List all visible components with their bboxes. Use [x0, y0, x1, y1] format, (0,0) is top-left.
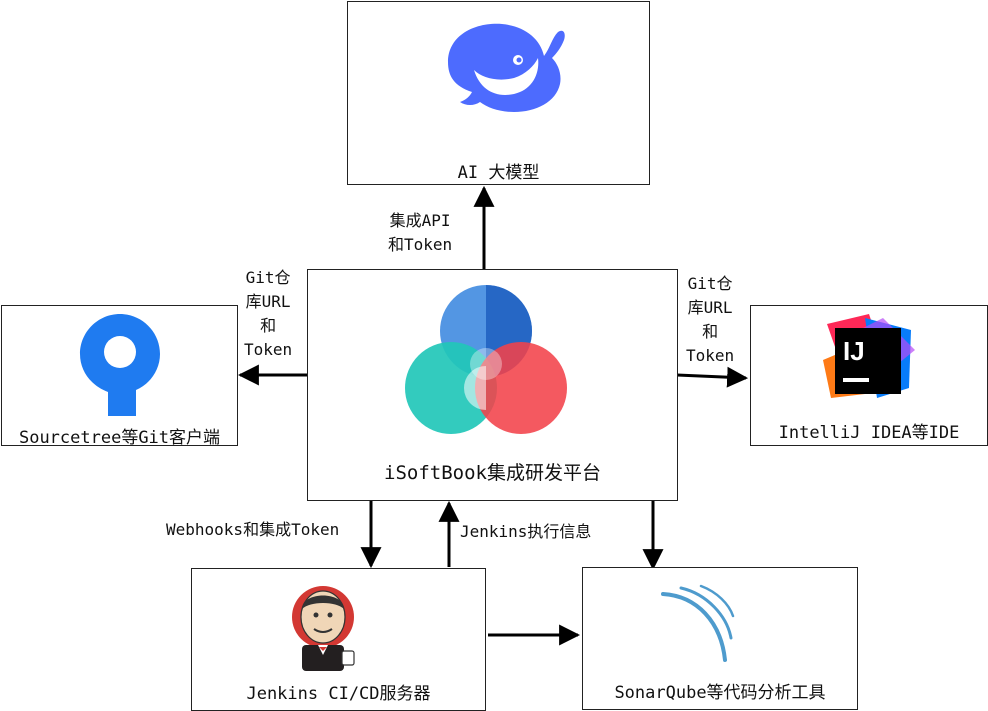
edge-label-to-ai: 集成API 和Token — [388, 209, 452, 257]
isoftbook-platform-box: iSoftBook集成研发平台 — [307, 269, 678, 501]
ai-model-label: AI 大模型 — [457, 163, 540, 183]
intellij-icon: IJ — [823, 314, 915, 398]
jenkins-box: Jenkins CI/CD服务器 — [191, 568, 486, 711]
edge-label-to-intellij-line-2: 库URL — [687, 298, 733, 317]
edge-label-to-intellij-line-1: Git仓 — [687, 274, 733, 293]
edge-label-to-sourcetree: Git仓 库URL 和 Token — [244, 266, 292, 362]
arrow-center-to-intellij — [676, 366, 749, 388]
edge-label-to-sourcetree-line-4: Token — [244, 340, 293, 359]
edge-label-to-jenkins: Webhooks和集成Token — [166, 520, 340, 539]
edge-label-to-intellij: Git仓 库URL 和 Token — [686, 272, 734, 368]
edge-label-to-intellij-line-3: 和 — [702, 322, 719, 341]
sonarqube-icon — [661, 584, 735, 662]
jenkins-icon — [292, 586, 355, 671]
sourcetree-icon — [80, 314, 160, 416]
edge-label-to-sourcetree-line-2: 库URL — [245, 292, 291, 311]
edge-label-to-intellij-line-4: Token — [686, 346, 735, 365]
svg-text:IJ: IJ — [843, 336, 865, 366]
deepseek-whale-icon — [448, 23, 565, 113]
sonarqube-label: SonarQube等代码分析工具 — [614, 683, 826, 703]
edge-label-to-sourcetree-line-1: Git仓 — [245, 268, 291, 287]
sourcetree-box: Sourcetree等Git客户端 — [1, 305, 238, 448]
intellij-box: IJ IntelliJ IDEA等IDE — [750, 305, 988, 446]
isoftbook-platform-label: iSoftBook集成研发平台 — [384, 462, 601, 484]
sonarqube-box: SonarQube等代码分析工具 — [582, 567, 858, 710]
intellij-label: IntelliJ IDEA等IDE — [778, 423, 960, 443]
edge-label-to-sourcetree-line-3: 和 — [260, 316, 277, 335]
isoftbook-circles-logo — [405, 285, 567, 434]
edge-label-to-ai-line-2: 和Token — [388, 235, 453, 254]
sourcetree-label: Sourcetree等Git客户端 — [18, 428, 221, 448]
edge-label-from-jenkins: Jenkins执行信息 — [460, 522, 592, 541]
ai-model-box: AI 大模型 — [347, 1, 650, 185]
edge-label-to-ai-line-1: 集成API — [389, 211, 451, 230]
jenkins-label: Jenkins CI/CD服务器 — [246, 684, 431, 704]
